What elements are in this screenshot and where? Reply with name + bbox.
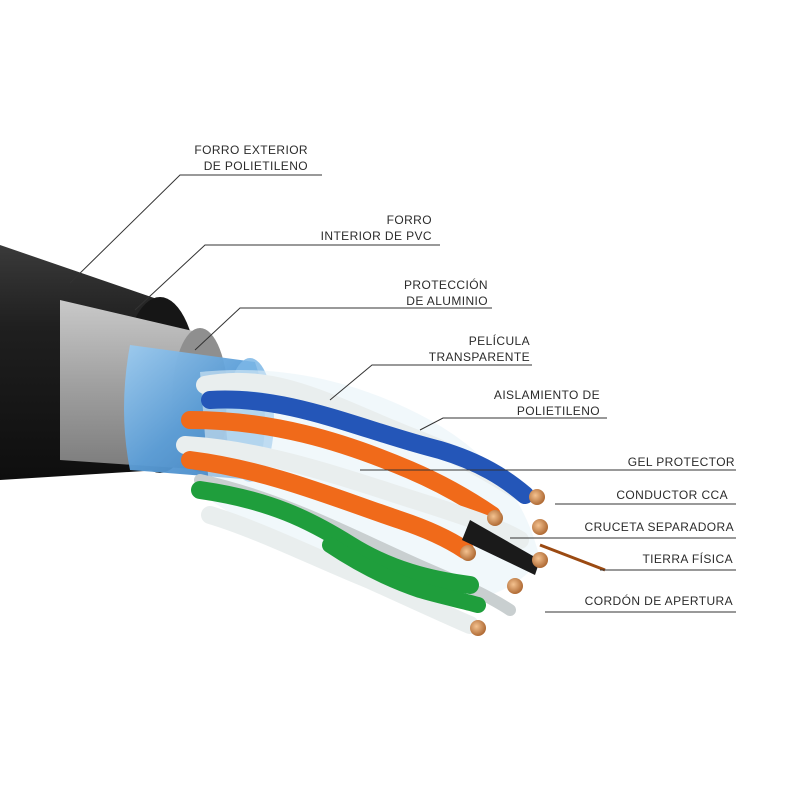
copper-tip xyxy=(529,489,545,505)
copper-conductors xyxy=(460,489,548,636)
ground-wire xyxy=(539,543,606,572)
leader-pelicula-transparente xyxy=(329,364,532,401)
leader-forro-exterior xyxy=(69,174,322,284)
label-line: AISLAMIENTO DE xyxy=(493,388,600,402)
copper-tip xyxy=(507,578,523,594)
label-cordon-apertura: CORDÓN DE APERTURA xyxy=(533,593,733,609)
copper-tip xyxy=(487,510,503,526)
label-gel-protector: GEL PROTECTOR xyxy=(535,454,735,470)
cross-separator xyxy=(462,520,540,575)
label-line: CONDUCTOR CCA xyxy=(616,488,728,502)
label-forro-interior: FORRO INTERIOR DE PVC xyxy=(232,212,432,244)
label-line: DE ALUMINIO xyxy=(406,294,488,308)
leader-lines xyxy=(69,174,736,613)
label-line: GEL PROTECTOR xyxy=(627,455,735,469)
label-line: TIERRA FÍSICA xyxy=(642,552,733,566)
wire-pairs xyxy=(176,372,534,634)
label-cruceta-separadora: CRUCETA SEPARADORA xyxy=(534,519,734,535)
copper-tip xyxy=(532,552,548,568)
label-pelicula-transparente: PELÍCULA TRANSPARENTE xyxy=(330,333,530,365)
label-line: CORDÓN DE APERTURA xyxy=(584,594,733,608)
copper-tip xyxy=(470,620,486,636)
label-line: PELÍCULA xyxy=(468,334,530,348)
label-line: CRUCETA SEPARADORA xyxy=(584,520,734,534)
label-line: POLIETILENO xyxy=(516,404,600,418)
label-tierra-fisica: TIERRA FÍSICA xyxy=(533,551,733,567)
orange-wire-2 xyxy=(181,451,474,559)
copper-tip xyxy=(532,519,548,535)
label-conductor-cca: CONDUCTOR CCA xyxy=(528,487,728,503)
leader-forro-interior xyxy=(134,244,440,311)
label-aislamiento-polietileno: AISLAMIENTO DE POLIETILENO xyxy=(400,387,600,419)
white-wire-low xyxy=(201,506,479,634)
label-line: TRANSPARENTE xyxy=(428,350,530,364)
orange-wire-1 xyxy=(181,411,501,524)
label-line: PROTECCIÓN xyxy=(403,278,488,292)
label-forro-exterior: FORRO EXTERIOR DE POLIETILENO xyxy=(108,142,308,174)
blue-wire xyxy=(201,390,534,504)
label-line: FORRO EXTERIOR xyxy=(194,143,308,157)
white-wire-mid xyxy=(176,436,529,549)
label-line: INTERIOR DE PVC xyxy=(320,229,432,243)
label-proteccion-aluminio: PROTECCIÓN DE ALUMINIO xyxy=(288,277,488,309)
green-wire xyxy=(191,481,479,594)
green-wire-2 xyxy=(322,537,486,613)
leader-aislamiento xyxy=(419,417,607,431)
label-line: DE POLIETILENO xyxy=(203,159,308,173)
copper-tip xyxy=(460,545,476,561)
label-line: FORRO xyxy=(386,213,432,227)
leader-proteccion-aluminio xyxy=(194,307,492,351)
